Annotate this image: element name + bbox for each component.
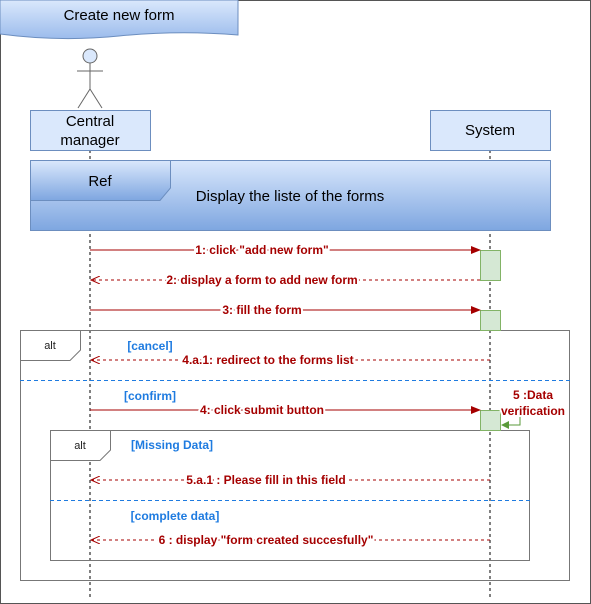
guard-missing-data: [Missing Data] <box>131 438 213 452</box>
guard-cancel: [cancel] <box>127 339 172 353</box>
ref-fragment: Ref Display the liste of the forms <box>30 160 551 231</box>
actor-icon <box>77 48 103 109</box>
outer-alt-fragment: alt [cancel] [confirm] <box>20 330 570 581</box>
system-box: System <box>430 110 551 151</box>
message-6-label: 6 : display "form created succesfully" <box>159 533 374 547</box>
inner-alt-fragment: alt [Missing Data] [complete data] <box>50 430 530 561</box>
activation-bar-3 <box>480 410 501 431</box>
guard-complete-data: [complete data] <box>131 509 220 523</box>
message-5-label-line1: 5 :Data <box>513 388 553 402</box>
system-label: System <box>465 122 515 139</box>
message-4-label: 4: click submit button <box>200 403 324 417</box>
message-3-label: 3: fill the form <box>222 303 301 317</box>
guard-confirm: [confirm] <box>124 389 176 403</box>
message-4a1-label: 4.a.1: redirect to the forms list <box>182 353 353 367</box>
title-banner: Create new form <box>0 0 239 40</box>
ref-text: Display the liste of the forms <box>196 188 384 205</box>
message-5-self-arrow <box>500 411 521 429</box>
outer-alt-operator: alt <box>44 340 56 352</box>
activation-bar-1 <box>480 250 501 281</box>
message-5-label-line2: verification <box>501 404 565 418</box>
ref-tag: Ref <box>88 173 112 190</box>
message-1-label: 1: click "add new form" <box>195 243 328 257</box>
actor-label-line1: Central <box>66 113 114 130</box>
inner-alt-operator: alt <box>74 440 86 452</box>
central-manager-box: Central manager <box>30 110 151 151</box>
actor-label-line2: manager <box>60 132 119 149</box>
activation-bar-2 <box>480 310 501 331</box>
message-2-label: 2: display a form to add new form <box>166 273 357 287</box>
diagram-title: Create new form <box>64 7 175 24</box>
message-5a1-label: 5.a.1 : Please fill in this field <box>186 473 345 487</box>
